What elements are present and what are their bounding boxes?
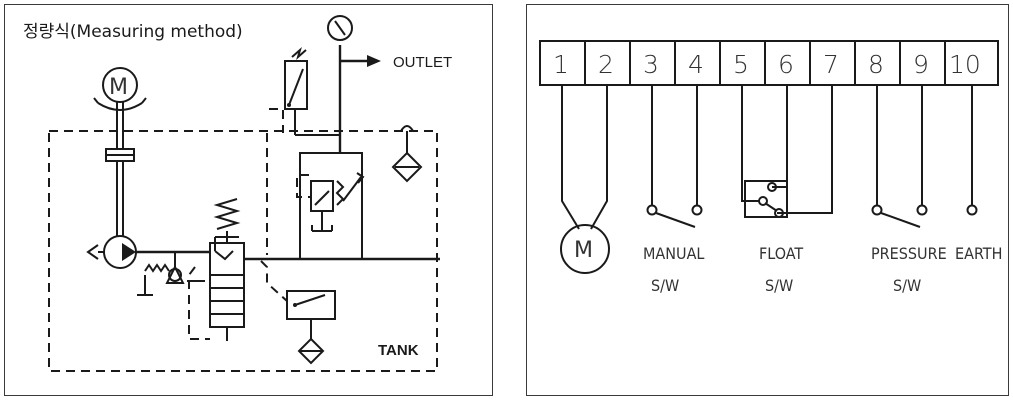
pressure-gauge <box>327 15 353 41</box>
terminal-7: 7 <box>823 50 839 79</box>
svg-text:M: M <box>109 75 128 100</box>
relief-valve-symbol <box>137 263 205 296</box>
pump-symbol <box>86 235 137 269</box>
manual-sw-label: S/W <box>651 276 679 295</box>
motor-circle <box>560 224 610 274</box>
earth-terminal <box>966 85 978 216</box>
terminal-6: 6 <box>778 50 794 79</box>
pressure-switch-top <box>284 47 308 135</box>
outlet-label: OUTLET <box>393 54 452 71</box>
terminal-5: 5 <box>733 50 749 79</box>
breather-filter-icon <box>391 125 423 183</box>
terminal-4: 4 <box>688 50 704 79</box>
motor-wiring <box>560 85 610 274</box>
terminal-1: 1 <box>553 50 569 79</box>
wiring-motor-label: M <box>574 238 593 263</box>
pressure-label: PRESSURE <box>871 244 947 263</box>
manual-switch <box>646 85 703 228</box>
pressure-switch <box>871 85 928 228</box>
terminal-8: 8 <box>868 50 884 79</box>
wiring-svg: 1 2 3 4 5 6 7 8 9 10 M MANUAL S/W <box>539 40 1002 295</box>
terminal-3: 3 <box>643 50 659 79</box>
pressure-sw-label: S/W <box>893 276 921 295</box>
float-label: FLOAT <box>759 244 803 263</box>
tank-label: TANK <box>378 342 419 359</box>
terminal-10: 10 <box>949 50 981 79</box>
manual-label: MANUAL <box>643 244 704 263</box>
float-sw-label: S/W <box>765 276 793 295</box>
earth-label: EARTH <box>955 244 1002 263</box>
float-switch <box>741 85 833 218</box>
hydraulic-circuit-svg: 정량식(Measuring method) TANK M <box>23 15 452 372</box>
hydraulic-title: 정량식(Measuring method) <box>23 22 243 42</box>
float-switch-symbol <box>286 290 336 365</box>
wiring-diagram-panel: 1 2 3 4 5 6 7 8 9 10 M MANUAL S/W <box>526 4 1009 396</box>
terminal-9: 9 <box>913 50 929 79</box>
pilot-line-left <box>188 266 210 340</box>
terminal-2: 2 <box>598 50 614 79</box>
pilot-line-right <box>260 260 288 302</box>
hydraulic-diagram-panel: 정량식(Measuring method) TANK M <box>4 4 493 396</box>
terminal-strip <box>539 40 999 86</box>
pressure-relief-valve <box>296 152 365 260</box>
motor-symbol: M <box>93 67 147 111</box>
directional-valve <box>209 198 245 328</box>
